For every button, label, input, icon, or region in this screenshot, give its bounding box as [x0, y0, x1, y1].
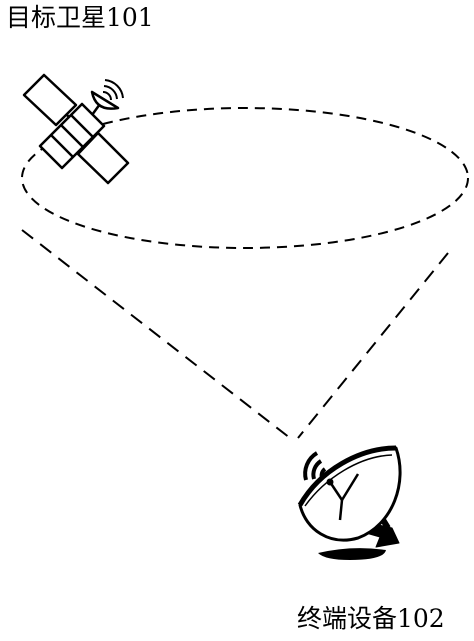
satellite-small-dish: [90, 90, 120, 110]
beam-left-edge: [21, 229, 291, 439]
satellite-icon: [22, 73, 130, 185]
beam-right-edge: [297, 252, 449, 439]
satellite-dish-icon: [297, 445, 402, 560]
terminal-label: 终端设备102: [297, 604, 445, 633]
dish-feed: [326, 478, 334, 486]
satellite-left-panel: [22, 73, 78, 127]
dish-shadow: [318, 548, 386, 560]
coverage-ellipse: [21, 107, 469, 249]
satellite-label: 目标卫星101: [6, 3, 154, 32]
